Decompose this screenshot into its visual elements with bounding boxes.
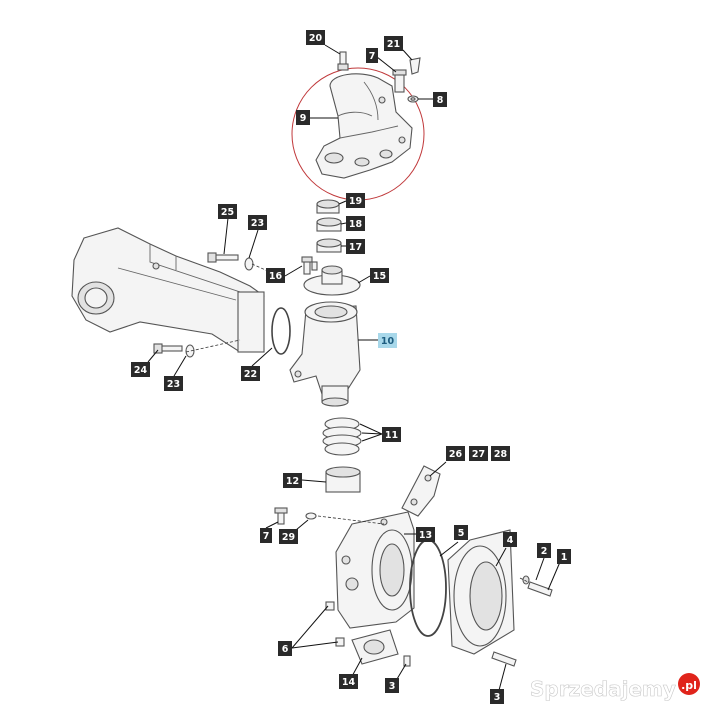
callout-3-lower: 3 [385,678,399,693]
svg-text:5: 5 [458,528,465,539]
stud-16 [301,256,318,275]
svg-text:25: 25 [221,207,234,218]
callout-7-lower: 7 [260,528,272,543]
svg-text:16: 16 [269,271,283,282]
axle-housing [71,227,265,353]
bolt-3-right [491,651,517,667]
callout-1: 1 [557,549,571,564]
svg-text:18: 18 [349,219,363,230]
callout-23-upper: 23 [248,215,267,230]
svg-text:11: 11 [385,430,398,441]
cover-14 [351,629,399,665]
callout-12: 12 [283,473,302,488]
svg-text:15: 15 [373,271,386,282]
callout-24: 24 [131,362,150,377]
callout-9: 9 [296,110,310,125]
svg-text:7: 7 [263,531,270,542]
bolt-24 [153,343,183,354]
callout-10: 10 [378,333,397,348]
bearing-19 [316,199,340,214]
callout-5: 5 [454,525,468,540]
callout-11: 11 [382,427,401,442]
bushing-12 [325,466,361,493]
callout-8: 8 [433,92,447,107]
callout-6: 6 [278,641,292,656]
svg-text:4: 4 [507,535,514,546]
svg-text:9: 9 [300,113,307,124]
svg-text:1: 1 [561,552,568,563]
svg-text:3: 3 [389,681,396,692]
callout-15: 15 [370,268,389,283]
callout-16: 16 [266,268,285,283]
callout-28: 28 [491,446,510,461]
callout-19: 19 [346,193,365,208]
svg-text:7: 7 [369,51,376,62]
o-ring-5 [409,539,447,637]
callout-26: 26 [446,446,465,461]
callout-27: 27 [469,446,488,461]
callout-23-lower: 23 [164,376,183,391]
svg-text:21: 21 [387,39,400,50]
svg-text:Sprzedajemy: Sprzedajemy [530,677,676,701]
watermark-logo: Sprzedajemy .pl [530,673,700,701]
washer-23-upper [244,257,254,271]
bolt-1 [522,575,553,597]
svg-text:13: 13 [419,530,432,541]
bolt-25 [207,252,239,263]
bolt-7-upper [392,69,407,93]
svg-text:27: 27 [472,449,485,460]
housing-10 [289,301,361,407]
callout-3-right: 3 [490,689,504,704]
svg-text:17: 17 [349,242,362,253]
svg-text:.pl: .pl [681,679,697,692]
callout-17: 17 [346,239,365,254]
svg-text:22: 22 [244,369,257,380]
flange-15 [303,265,361,296]
svg-text:2: 2 [541,546,548,557]
bolt-7-lower [274,507,288,525]
bracket-26 [401,465,441,517]
pin-21 [409,57,421,75]
svg-text:23: 23 [251,218,264,229]
svg-text:8: 8 [437,95,444,106]
cover-4 [447,529,515,655]
svg-text:23: 23 [167,379,180,390]
svg-text:10: 10 [381,336,395,347]
upper-bracket [315,73,413,179]
callout-18: 18 [346,216,365,231]
callout-13: 13 [416,527,435,542]
callout-2: 2 [537,543,551,558]
bolt-20 [337,51,349,71]
leader-lines [147,44,561,695]
callout-14: 14 [339,674,358,689]
washer-29 [305,512,317,520]
callout-7-upper: 7 [366,48,378,63]
lower-housing-13 [335,511,415,629]
callout-22: 22 [241,366,260,381]
ring-17 [316,238,342,253]
svg-text:26: 26 [449,449,463,460]
callout-25: 25 [218,204,237,219]
svg-text:14: 14 [342,677,356,688]
washer-23-lower [185,344,195,358]
o-ring-22 [271,307,291,355]
svg-text:3: 3 [494,692,501,703]
svg-text:28: 28 [494,449,508,460]
callout-29: 29 [279,529,298,544]
svg-text:6: 6 [282,644,289,655]
screw-3-lower [403,655,411,667]
svg-text:20: 20 [309,33,323,44]
svg-text:19: 19 [349,196,362,207]
svg-text:24: 24 [134,365,148,376]
bushing-18 [316,217,342,232]
svg-text:29: 29 [282,532,295,543]
rings-11 [322,417,362,456]
callout-20: 20 [306,30,325,45]
svg-text:12: 12 [286,476,299,487]
callout-4: 4 [503,532,517,547]
callout-21: 21 [384,36,403,51]
washer-8 [407,95,419,103]
